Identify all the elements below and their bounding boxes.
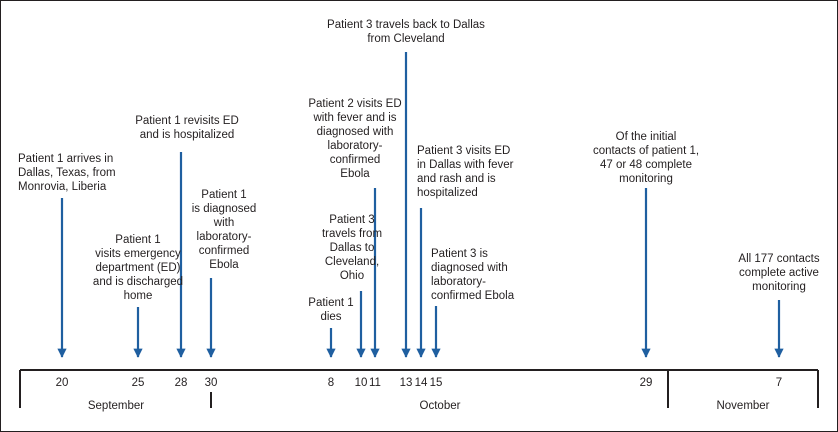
event-label-p3-travels-cleveland: Patient 3 travels from Dallas to Clevela… [321, 214, 383, 282]
tick-label: 14 [415, 377, 428, 389]
tick-label: 20 [56, 377, 69, 389]
event-label-p1-dies: Patient 1 dies [308, 297, 354, 323]
month-label-october: October [420, 400, 461, 412]
tick-label: 25 [132, 377, 145, 389]
tick-label: 29 [640, 377, 653, 389]
tick-label: 7 [776, 377, 782, 389]
event-label-p2-visits-ed: Patient 2 visits ED with fever and is di… [308, 98, 402, 180]
tick-label: 10 [355, 377, 368, 389]
month-label-september: September [88, 400, 144, 412]
event-label-revisits-ed: Patient 1 revisits ED and is hospitalize… [135, 115, 239, 141]
event-label-p3-diagnosed: Patient 3 is diagnosed with laboratory- … [431, 248, 515, 302]
event-label-p1-diagnosed: Patient 1 is diagnosed with laboratory- … [191, 189, 257, 271]
event-label-all-contacts: All 177 contacts complete active monitor… [738, 253, 820, 293]
tick-label: 15 [430, 377, 443, 389]
event-label-initial-contacts: Of the initial contacts of patient 1, 47… [592, 131, 700, 185]
tick-label: 8 [328, 377, 334, 389]
event-label-p3-visits-ed: Patient 3 visits ED in Dallas with fever… [417, 145, 514, 199]
month-label-november: November [716, 400, 769, 412]
tick-label: 28 [175, 377, 188, 389]
event-label-first-ed-visit: Patient 1 visits emergency department (E… [92, 234, 184, 302]
tick-label: 13 [400, 377, 413, 389]
tick-label: 11 [369, 377, 381, 389]
event-label-arrives: Patient 1 arrives in Dallas, Texas, from… [18, 153, 116, 193]
event-label-p3-travels-back: Patient 3 travels back to Dallas from Cl… [327, 19, 485, 45]
tick-label: 30 [205, 377, 218, 389]
